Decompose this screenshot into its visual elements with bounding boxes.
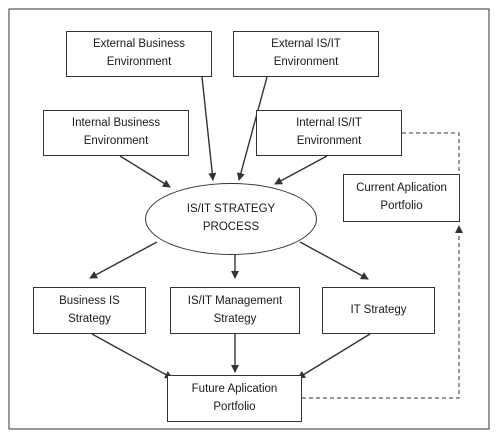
dashed-future-to-current: [302, 225, 463, 399]
internal-isit-environment-label: Internal IS/IT Environment: [296, 117, 362, 147]
arrow-process-to-business-is: [89, 241, 158, 279]
external-business-environment-box: External Business Environment: [66, 31, 212, 77]
isit-strategy-process-label: IS/IT STRATEGY PROCESS: [186, 203, 276, 233]
future-application-portfolio-box: Future Aplication Portfolio: [167, 375, 302, 422]
arrow-external-isit-to-process: [236, 76, 268, 181]
internal-business-environment-label: Internal Business Environment: [71, 117, 161, 147]
business-is-strategy-label: Business IS Strategy: [59, 294, 120, 325]
internal-isit-environment-box: Internal IS/IT Environment: [256, 110, 402, 156]
outer-frame: [8, 8, 490, 430]
isit-management-strategy-label: IS/IT Management Strategy: [187, 294, 283, 325]
arrow-process-to-it-strategy: [299, 241, 369, 280]
it-strategy-label: IT Strategy: [350, 303, 407, 316]
arrow-internal-business-to-process: [119, 155, 171, 188]
arrow-internal-isit-to-process: [274, 155, 328, 185]
internal-business-environment-box: Internal Business Environment: [43, 110, 189, 156]
arrow-it-strategy-to-future: [297, 333, 371, 379]
business-is-strategy-box: Business IS Strategy: [33, 287, 146, 334]
dashed-internal-isit-to-current: [402, 132, 460, 174]
external-business-environment-label: External Business Environment: [92, 38, 186, 68]
current-application-portfolio-label: Current Aplication Portfolio: [356, 182, 447, 212]
arrow-external-business-to-process: [201, 76, 217, 181]
it-strategy-box: IT Strategy: [322, 287, 435, 334]
external-isit-environment-box: External IS/IT Environment: [233, 31, 379, 77]
external-isit-environment-label: External IS/IT Environment: [271, 38, 341, 68]
arrow-business-is-to-future: [91, 333, 173, 379]
future-application-portfolio-label: Future Aplication Portfolio: [191, 382, 278, 413]
isit-management-strategy-box: IS/IT Management Strategy: [170, 287, 300, 334]
current-application-portfolio-box: Current Aplication Portfolio: [343, 174, 460, 222]
isit-strategy-process-ellipse: IS/IT STRATEGY PROCESS: [145, 183, 317, 255]
